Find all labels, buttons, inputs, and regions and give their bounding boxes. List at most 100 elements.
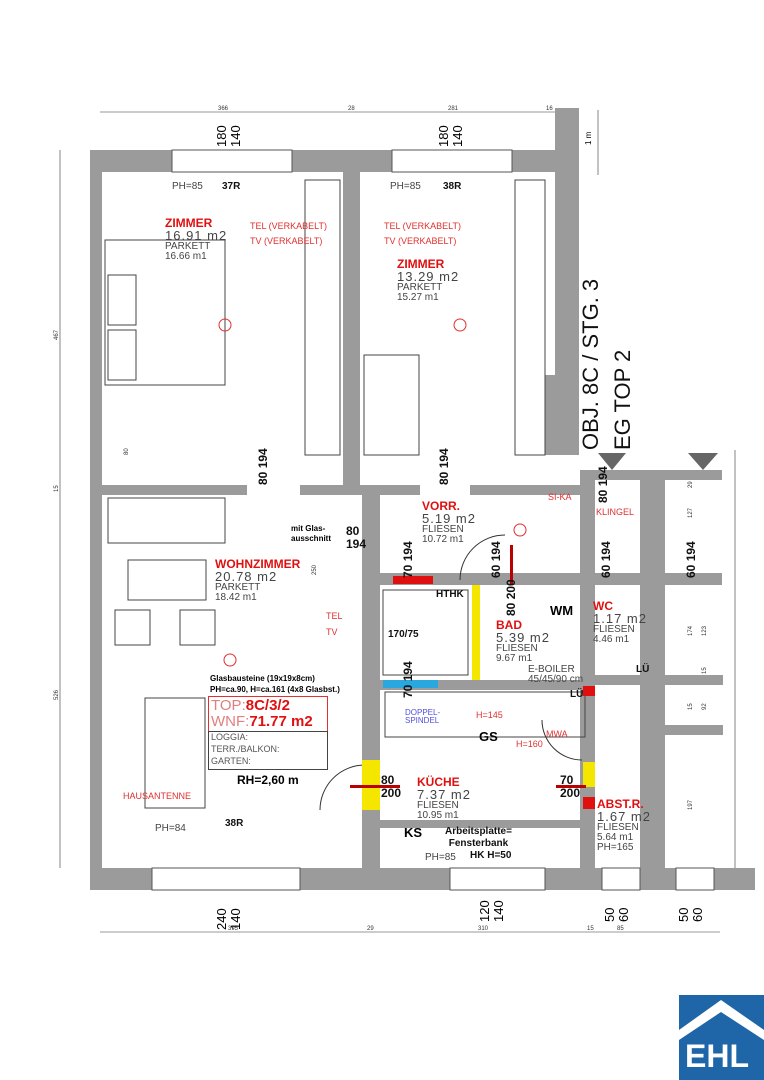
dim-right: 92 bbox=[702, 703, 708, 710]
room-area: 5.39 m2 bbox=[496, 630, 550, 645]
door-size: 80 194 bbox=[596, 466, 610, 503]
room-area: 13.29 m2 bbox=[397, 269, 460, 284]
door-size: 70 194 bbox=[401, 541, 415, 578]
ehl-logo bbox=[679, 995, 764, 1080]
window-size: 240 140 bbox=[214, 908, 244, 930]
dim-top: 28 bbox=[348, 106, 355, 112]
room-name: ABST.R. bbox=[597, 797, 644, 811]
room-wohnzimmer: WOHNZIMMER 20.78 m2 PARKETT 18.42 m1 bbox=[215, 558, 300, 603]
heating-label: HTHK bbox=[436, 589, 464, 600]
window-size: 120 140 bbox=[477, 900, 507, 922]
room-zimmer-1: ZIMMER 16.91 m2 PARKETT 16.66 m1 bbox=[165, 217, 227, 262]
radiator-label: 37R bbox=[222, 181, 241, 192]
room-floor: FLIESEN bbox=[496, 643, 538, 654]
boiler-size: 45/45/90 cm bbox=[528, 674, 584, 685]
loggia-label: LOGGIA: bbox=[211, 732, 249, 742]
room-area: 7.37 m2 bbox=[417, 787, 471, 802]
room-floor: PARKETT bbox=[397, 282, 443, 293]
entrance-arrow bbox=[598, 453, 626, 470]
tel-outlet: TEL (VERKABELT) bbox=[250, 221, 328, 231]
door-size: 60 194 bbox=[684, 541, 698, 578]
dim-right: 15 bbox=[688, 703, 694, 710]
mwa-label: MWA bbox=[546, 729, 568, 739]
room-vorraum: VORR. 5.19 m2 FLIESEN 10.72 m1 bbox=[422, 500, 476, 545]
room-area: 1.17 m2 bbox=[593, 611, 647, 626]
fridge-label: KS bbox=[404, 825, 423, 840]
dim-bottom: 395 bbox=[228, 926, 239, 932]
dishwasher-label: GS bbox=[479, 729, 498, 744]
bathtub-size: 170/75 bbox=[388, 629, 419, 640]
room-floor: PARKETT bbox=[215, 582, 261, 593]
dim-left: 80 bbox=[124, 448, 130, 455]
room-floor: FLIESEN bbox=[422, 524, 464, 535]
parapet-height: PH=84 bbox=[155, 823, 186, 834]
tv-outlet: TV bbox=[326, 627, 338, 637]
height-note: H=160 bbox=[516, 739, 543, 749]
room-area: 16.91 m2 bbox=[165, 228, 228, 243]
dim-right: 127 bbox=[688, 507, 694, 518]
radiator-note: HK H=50 bbox=[470, 850, 512, 861]
room-name: KÜCHE bbox=[417, 775, 460, 789]
room-floor: FLIESEN bbox=[597, 822, 639, 833]
ventilation-label: LÜ bbox=[636, 664, 650, 675]
room-name: ZIMMER bbox=[165, 216, 213, 230]
dim-top: 366 bbox=[218, 106, 229, 112]
ventilation-label: LÜ bbox=[570, 689, 584, 700]
sink-label: DOPPEL- SPINDEL bbox=[405, 708, 441, 725]
room-abstellraum: ABST.R. 1.67 m2 FLIESEN 5.64 m1 PH=165 bbox=[597, 798, 651, 853]
antenna-outlet: HAUSANTENNE bbox=[123, 791, 192, 801]
tv-outlet: TV (VERKABELT) bbox=[384, 236, 457, 246]
dim-top: 16 bbox=[546, 106, 553, 112]
title-line2: EG TOP 2 bbox=[610, 349, 635, 450]
dim-bottom: 310 bbox=[478, 926, 489, 932]
door-size: 80 194 bbox=[256, 448, 270, 485]
scale-label: 1 m bbox=[584, 131, 593, 145]
door-size: 70 194 bbox=[401, 661, 415, 698]
washing-machine: WM bbox=[550, 603, 574, 618]
tv-outlet: TV (VERKABELT) bbox=[250, 236, 323, 246]
parapet-height: PH=85 bbox=[172, 181, 203, 192]
room-parapet: PH=165 bbox=[597, 842, 634, 853]
dim-left: 526 bbox=[54, 689, 60, 700]
door-size: 60 194 bbox=[489, 541, 503, 578]
dim-bottom: 29 bbox=[367, 926, 374, 932]
room-perimeter: 18.42 m1 bbox=[215, 592, 257, 603]
furniture bbox=[104, 179, 586, 811]
room-perimeter: 5.64 m1 bbox=[597, 832, 634, 843]
parapet-height: PH=85 bbox=[425, 852, 456, 863]
garden-label: GARTEN: bbox=[211, 756, 251, 766]
dim-right: 197 bbox=[688, 799, 694, 810]
room-wc: WC 1.17 m2 FLIESEN 4.46 m1 bbox=[593, 600, 647, 645]
glass-block-note: Glasbausteine (19x19x8cm) bbox=[210, 674, 315, 683]
dim-right: 123 bbox=[702, 625, 708, 636]
outdoor-info-box bbox=[208, 731, 328, 770]
wnf-area: WNF:71.77 m2 bbox=[211, 713, 313, 730]
door-size: 80 200 bbox=[504, 579, 518, 616]
room-floor: PARKETT bbox=[165, 241, 211, 252]
fuse-box: SI-KA bbox=[548, 492, 572, 502]
door-size: 80 194 bbox=[437, 448, 451, 485]
doorbell: KLINGEL bbox=[596, 507, 635, 517]
room-name: WOHNZIMMER bbox=[215, 557, 301, 571]
windows bbox=[151, 149, 715, 891]
dim-left: 15 bbox=[54, 485, 60, 492]
dim-top: 281 bbox=[448, 106, 459, 112]
entrance-arrow bbox=[688, 453, 718, 470]
room-name: BAD bbox=[496, 618, 522, 632]
room-floor: FLIESEN bbox=[593, 624, 635, 635]
room-perimeter: 10.72 m1 bbox=[422, 534, 464, 545]
dim-left: 250 bbox=[312, 564, 318, 575]
radiator-label: 38R bbox=[225, 818, 244, 829]
dim-bottom: 15 bbox=[587, 926, 594, 932]
room-area: 1.67 m2 bbox=[597, 809, 651, 824]
room-name: VORR. bbox=[422, 499, 461, 513]
glass-cutout-note: mit Glas- ausschnitt bbox=[291, 524, 332, 543]
boiler-label: E-BOILER bbox=[528, 664, 575, 675]
door-size: 60 194 bbox=[599, 541, 613, 578]
dim-right: 15 bbox=[702, 667, 708, 674]
window-size: 180 140 bbox=[214, 125, 244, 147]
height-note: H=145 bbox=[476, 710, 503, 720]
parapet-height: PH=85 bbox=[390, 181, 421, 192]
